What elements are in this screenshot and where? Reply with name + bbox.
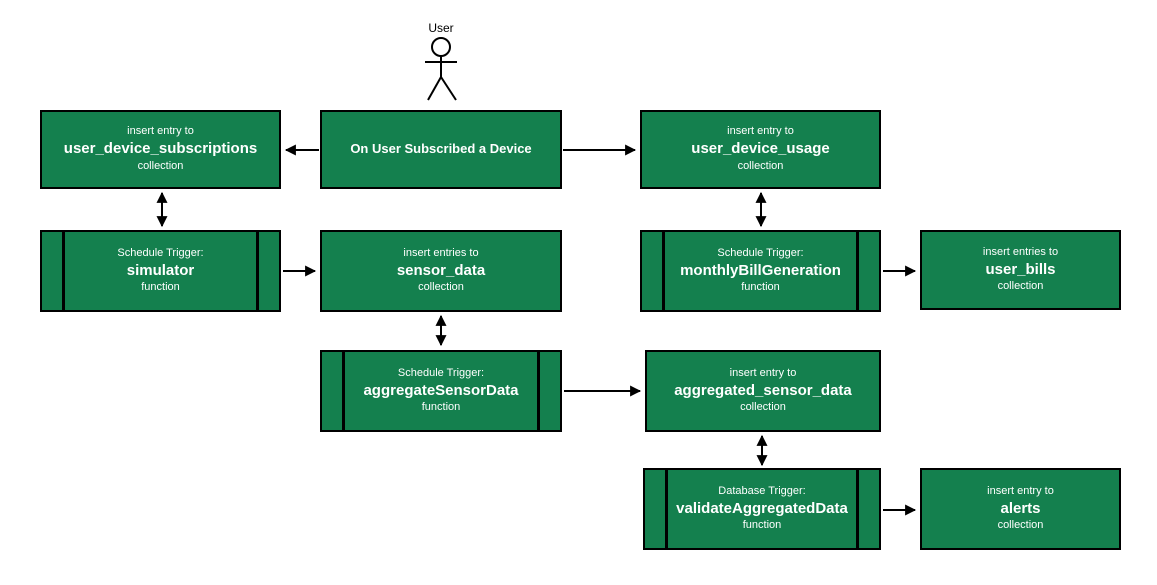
node-title: aggregateSensorData: [363, 381, 519, 399]
node-subtitle: insert entries to: [403, 246, 479, 259]
node-title: user_bills: [985, 260, 1056, 278]
node-type: collection: [418, 281, 464, 294]
node-title: user_device_subscriptions: [63, 140, 258, 158]
node-type: function: [141, 281, 180, 294]
node-user-device-subscriptions: insert entry to user_device_subscription…: [40, 110, 281, 189]
node-subtitle: insert entry to: [727, 125, 794, 138]
node-title: sensor_data: [396, 261, 486, 279]
node-sensor-data: insert entries to sensor_data collection: [320, 230, 562, 312]
node-title: monthlyBillGeneration: [680, 261, 841, 279]
node-subtitle: Schedule Trigger:: [397, 366, 485, 379]
node-aggregate-sensor-data-function: Schedule Trigger: aggregateSensorData fu…: [320, 350, 562, 432]
node-title: user_device_usage: [691, 140, 830, 158]
node-alerts: insert entry to alerts collection: [920, 468, 1121, 550]
node-type: function: [421, 401, 461, 414]
node-subtitle: insert entries to: [982, 245, 1059, 258]
node-type: collection: [137, 159, 184, 172]
user-actor-label: User: [428, 21, 454, 35]
node-title: alerts: [1000, 499, 1041, 517]
node-subtitle: insert entry to: [987, 484, 1054, 497]
node-subtitle: Schedule Trigger:: [717, 246, 804, 259]
node-user-bills: insert entries to user_bills collection: [920, 230, 1121, 310]
node-aggregated-sensor-data: insert entry to aggregated_sensor_data c…: [645, 350, 881, 432]
node-monthly-bill-generation-function: Schedule Trigger: monthlyBillGeneration …: [640, 230, 881, 312]
node-title: validateAggregatedData: [676, 499, 848, 517]
node-simulator-function: Schedule Trigger: simulator function: [40, 230, 281, 312]
node-validate-aggregated-data-function: Database Trigger: validateAggregatedData…: [643, 468, 881, 550]
node-type: collection: [740, 401, 786, 414]
node-user-device-usage: insert entry to user_device_usage collec…: [640, 110, 881, 189]
user-actor-icon: [425, 37, 457, 101]
node-title: aggregated_sensor_data: [674, 381, 852, 399]
node-subtitle: insert entry to: [127, 125, 194, 138]
node-type: collection: [997, 280, 1044, 293]
node-subtitle: Database Trigger:: [718, 484, 806, 497]
node-title: On User Subscribed a Device: [350, 141, 532, 157]
node-type: collection: [997, 519, 1044, 532]
node-on-user-subscribed: On User Subscribed a Device: [320, 110, 562, 189]
node-title: simulator: [126, 261, 195, 279]
node-type: collection: [737, 159, 784, 172]
node-subtitle: Schedule Trigger:: [117, 246, 204, 259]
node-subtitle: insert entry to: [729, 366, 797, 379]
node-type: function: [742, 519, 782, 532]
node-type: function: [741, 281, 780, 294]
